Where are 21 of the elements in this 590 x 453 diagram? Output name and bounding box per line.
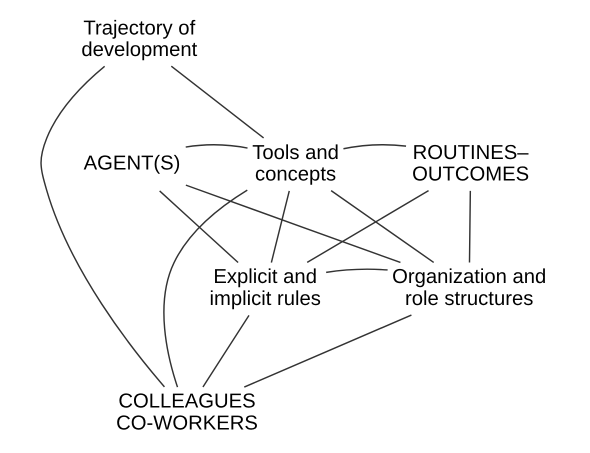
- connector: [306, 190, 428, 264]
- connector: [162, 189, 248, 388]
- connector: [40, 66, 164, 388]
- connector: [330, 190, 434, 263]
- node-text: COLLEAGUES CO-WORKERS: [116, 390, 258, 434]
- node-text: Trajectory of development: [80, 17, 197, 62]
- connector: [468, 190, 471, 263]
- node-text: AGENT(S): [83, 152, 180, 175]
- connector: [202, 314, 250, 388]
- node-text: Organization and role structures: [392, 266, 546, 310]
- connector: [326, 268, 388, 274]
- node-text: Tools and concepts: [252, 142, 338, 186]
- connector: [185, 144, 248, 149]
- connector: [342, 144, 406, 150]
- node-text: Explicit and implicit rules: [208, 266, 320, 310]
- connector: [185, 184, 400, 264]
- connector: [170, 66, 264, 139]
- node-text: ROUTINES– OUTCOMES: [412, 142, 529, 186]
- connector: [243, 314, 412, 388]
- connector: [158, 190, 238, 264]
- connector: [270, 190, 290, 263]
